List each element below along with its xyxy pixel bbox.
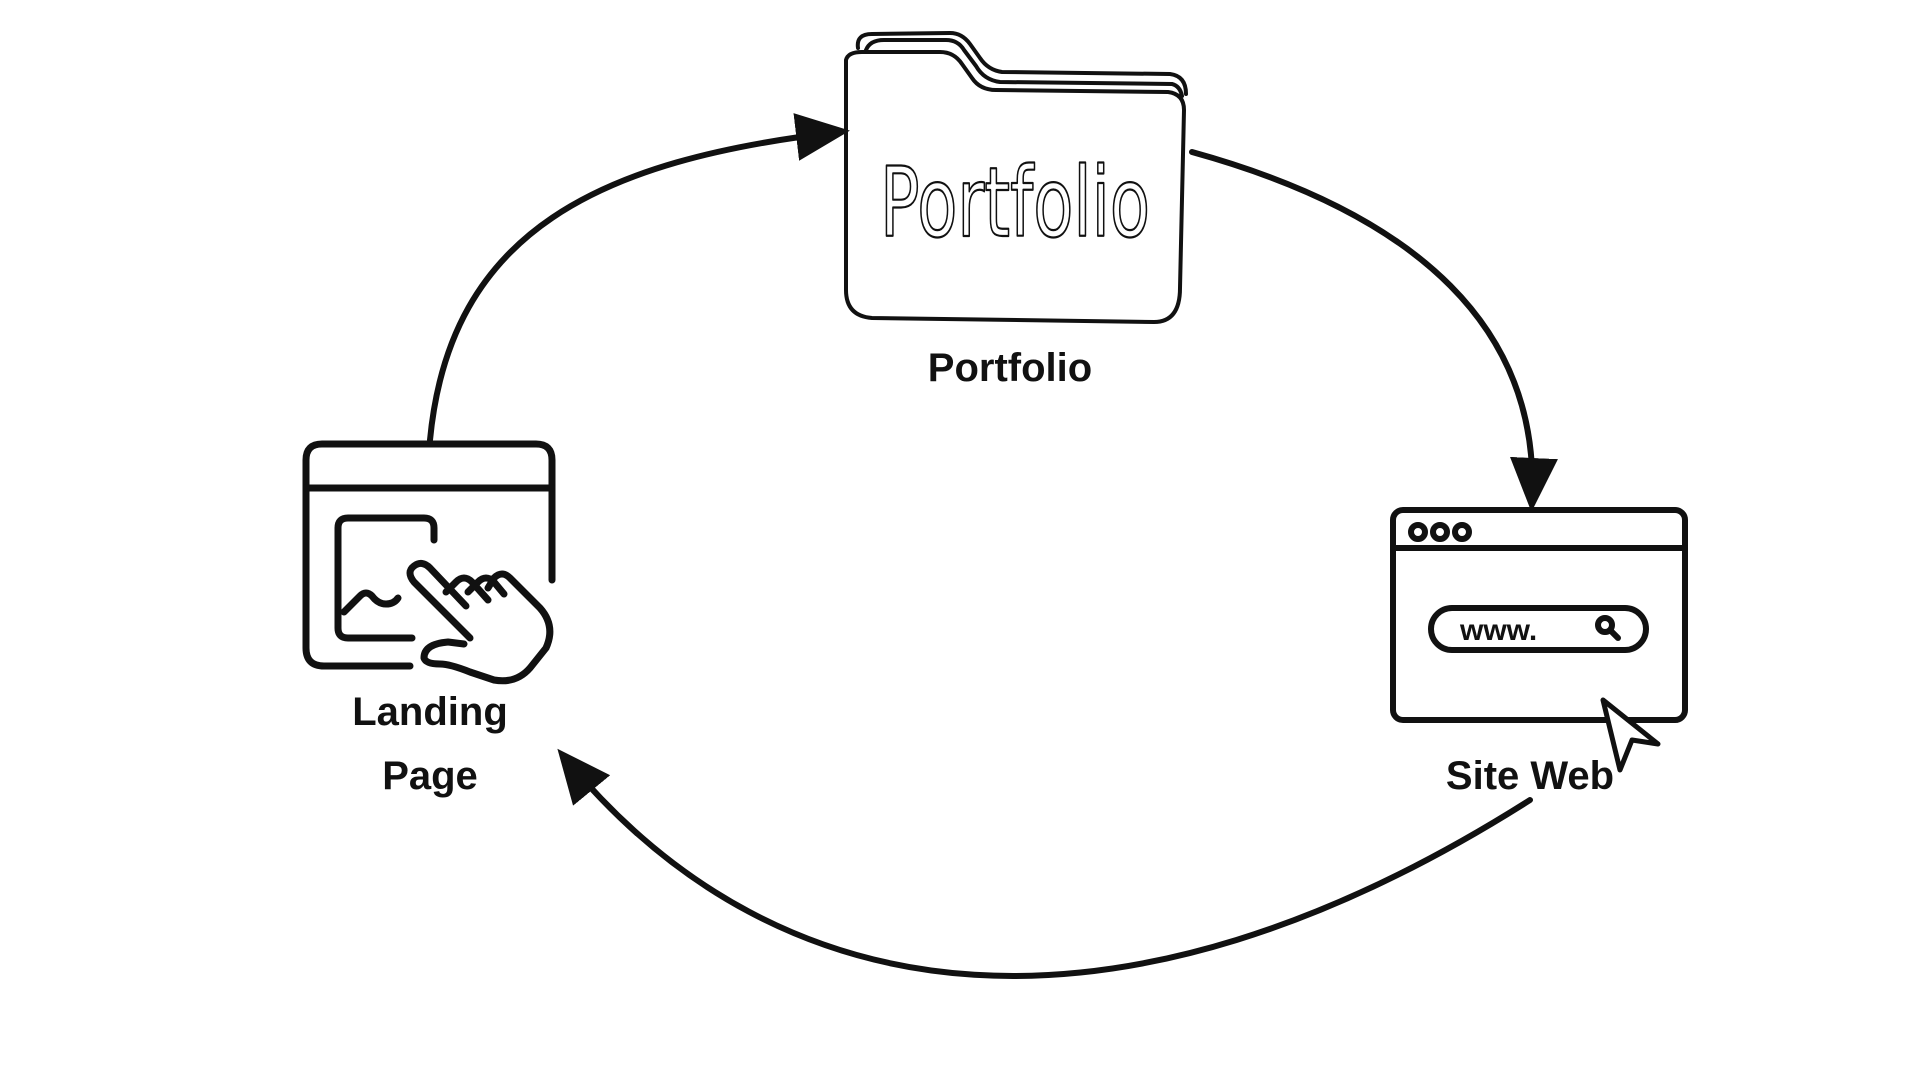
- node-label-landing-line1: Landing: [352, 690, 508, 734]
- landing-page-touch-icon: [302, 440, 556, 685]
- node-label-site-web: Site Web: [1400, 744, 1660, 808]
- folder-handwritten-text: Portfolio: [880, 147, 1150, 259]
- node-label-portfolio: Portfolio: [880, 336, 1140, 400]
- node-label-landing-page: Landing Page: [310, 680, 550, 808]
- browser-window-icon: www.: [1390, 507, 1688, 773]
- address-bar-text: www.: [1459, 614, 1537, 647]
- cursor-arrow-icon: [1600, 697, 1661, 773]
- node-label-siteweb-text: Site Web: [1445, 754, 1615, 798]
- arrow-landing-to-portfolio: [427, 113, 850, 443]
- arrow-portfolio-to-siteweb: [1189, 149, 1558, 512]
- node-label-portfolio-text: Portfolio: [927, 346, 1093, 390]
- folder-icon: Portfolio: [844, 31, 1188, 324]
- node-label-landing-line2: Page: [382, 754, 478, 798]
- arrow-siteweb-to-landing: [557, 748, 1533, 979]
